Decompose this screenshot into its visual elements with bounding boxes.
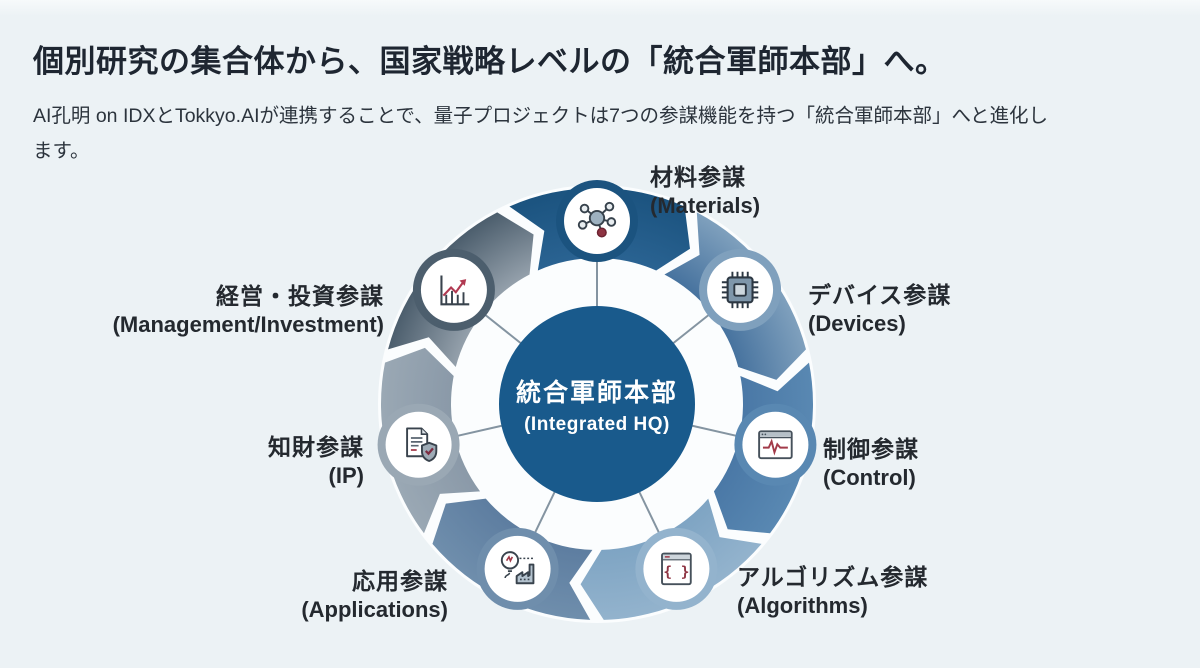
spoke-ip xyxy=(452,424,504,438)
label-control-jp: 制御参謀 xyxy=(823,436,919,462)
label-materials: 材料参謀 (Materials) xyxy=(650,163,760,219)
label-management: 経営・投資参謀 (Management/Investment) xyxy=(113,282,384,338)
label-applications-en: (Applications) xyxy=(301,597,448,622)
label-materials-jp: 材料参謀 xyxy=(650,164,746,190)
label-materials-en: (Materials) xyxy=(650,193,761,218)
wheel-svg xyxy=(377,180,817,623)
label-ip-jp: 知財参謀 xyxy=(268,434,364,460)
hq-wheel-diagram: 統合軍師本部 (Integrated HQ) xyxy=(337,144,857,664)
spoke-algorithms xyxy=(637,490,663,538)
label-management-en: (Management/Investment) xyxy=(112,312,384,337)
spoke-management xyxy=(480,310,523,345)
label-control-en: (Control) xyxy=(823,465,916,490)
label-control: 制御参謀 (Control) xyxy=(823,435,919,491)
label-algorithms-en: (Algorithms) xyxy=(737,593,868,618)
label-ip: 知財参謀 (IP) xyxy=(268,433,364,489)
spoke-control xyxy=(690,424,742,438)
label-algorithms: アルゴリズム参謀 (Algorithms) xyxy=(737,563,928,619)
code-window-icon xyxy=(661,552,692,586)
label-devices: デバイス参謀 (Devices) xyxy=(808,281,951,337)
label-devices-en: (Devices) xyxy=(808,311,906,336)
hq-center-circle xyxy=(499,306,695,502)
label-applications: 応用参謀 (Applications) xyxy=(301,567,448,623)
label-applications-jp: 応用参謀 xyxy=(352,568,448,594)
spoke-devices xyxy=(671,310,714,345)
label-management-jp: 経営・投資参謀 xyxy=(216,283,384,309)
label-algorithms-jp: アルゴリズム参謀 xyxy=(737,564,929,590)
pulse-window-icon xyxy=(758,430,793,460)
page-subtitle: AI孔明 on IDXとTokkyo.AIが連携することで、量子プロジェクトは7… xyxy=(33,105,1048,162)
label-devices-jp: デバイス参謀 xyxy=(808,282,952,308)
page-title: 個別研究の集合体から、国家戦略レベルの「統合軍師本部」へ。 xyxy=(33,44,947,79)
label-ip-en: (IP) xyxy=(328,463,364,488)
icon-circle-applications xyxy=(484,535,551,602)
spoke-applications xyxy=(531,490,557,538)
